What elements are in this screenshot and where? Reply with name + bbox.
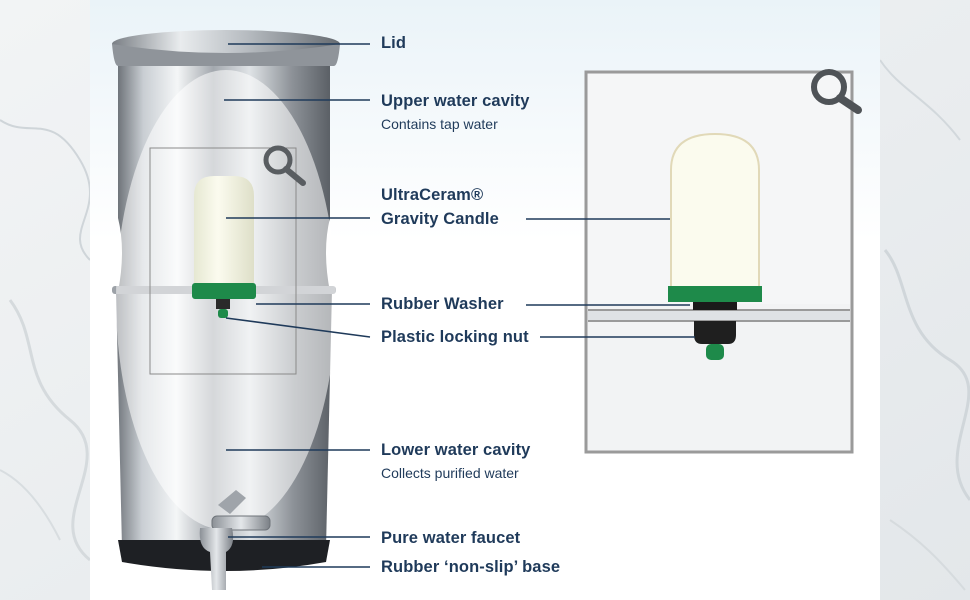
faucet-shape xyxy=(199,490,271,590)
zoom-box xyxy=(149,147,297,375)
label-locking-nut: Plastic locking nut xyxy=(381,328,529,346)
label-candle-line1: UltraCeram® xyxy=(381,186,484,204)
candle-small xyxy=(194,176,254,285)
label-upper-water-cavity: Upper water cavity xyxy=(381,92,530,110)
magnifier-icon xyxy=(811,69,862,114)
label-upper-cavity-sub: Contains tap water xyxy=(381,116,498,132)
label-rubber-washer: Rubber Washer xyxy=(381,295,504,313)
washer-large xyxy=(668,286,762,302)
label-base: Rubber ‘non-slip’ base xyxy=(381,558,561,576)
magnifier-icon xyxy=(263,145,306,186)
label-lid: Lid xyxy=(381,34,407,52)
locking-nut-large xyxy=(694,321,736,344)
label-faucet: Pure water faucet xyxy=(381,529,521,547)
leader-lines xyxy=(224,43,695,568)
label-lower-cavity-sub: Collects purified water xyxy=(381,465,519,481)
candle-large xyxy=(670,132,760,289)
label-lower-water-cavity: Lower water cavity xyxy=(381,441,531,459)
label-candle-line2: Gravity Candle xyxy=(381,210,499,228)
washer-small xyxy=(192,283,256,299)
